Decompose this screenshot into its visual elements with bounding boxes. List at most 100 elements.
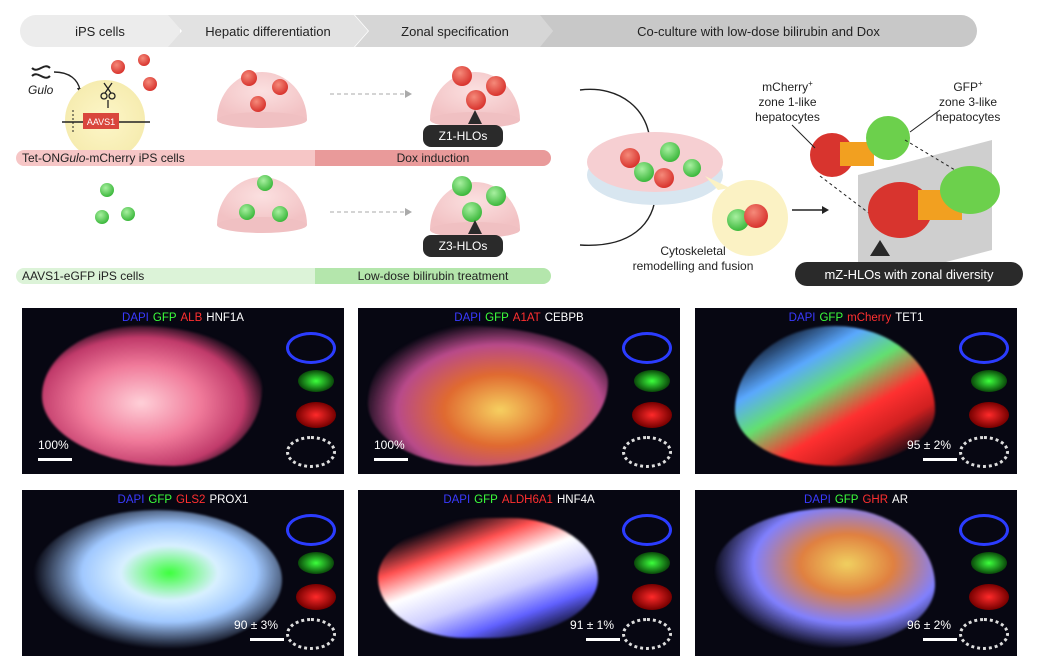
fused-organoid-section	[868, 166, 1000, 238]
channel-blue	[622, 332, 672, 364]
channel-green	[634, 552, 670, 574]
gfp-label: GFP	[474, 494, 498, 506]
scissors-icon	[100, 82, 116, 108]
channel-red	[296, 402, 336, 428]
channel-red	[969, 402, 1009, 428]
percent-label: 96 ± 2%	[907, 618, 951, 632]
dapi-label: DAPI	[122, 312, 149, 324]
gfp-label: GFP	[148, 494, 173, 506]
white-marker-label: HNF4A	[556, 494, 595, 506]
stage-coculture: Co-culture with low-dose bilirubin and D…	[540, 15, 977, 47]
hepatocytes-text: hepatocytes	[755, 110, 820, 124]
dapi-label: DAPI	[117, 494, 145, 506]
z3-hlos-badge: Z3-HLOs	[423, 235, 503, 257]
white-marker-label: AR	[892, 494, 909, 506]
bar-label: Tet-ON	[22, 151, 61, 165]
channel-green	[971, 552, 1007, 574]
scale-bar	[38, 458, 72, 461]
badge-label: Z1-HLOs	[438, 129, 488, 143]
mz-hlos-badge: mZ-HLOs with zonal diversity	[795, 262, 1023, 286]
gene-label: Gulo	[28, 83, 54, 97]
schematic-diagram: Gulo AAVS1	[28, 54, 520, 238]
bar-label-italic: Gulo	[60, 151, 86, 165]
locus-label: AAVS1	[87, 117, 115, 127]
percent-label: 100%	[38, 438, 69, 452]
tet-on-bar: Tet-ON Gulo-mCherry iPS cells	[16, 150, 392, 166]
dome-z1-top	[430, 66, 520, 128]
stage-hepatic-differentiation: Hepatic differentiation	[168, 15, 368, 47]
scale-bar	[374, 458, 408, 461]
red-marker-label: mCherry	[847, 312, 892, 324]
dome-hepatic-bottom	[217, 175, 307, 233]
channel-red	[632, 584, 672, 610]
scale-bar	[923, 638, 957, 641]
channel-blue	[959, 332, 1009, 364]
organoid-image	[378, 518, 598, 638]
percent-label: 91 ± 1%	[570, 618, 614, 632]
channel-blue	[286, 514, 336, 546]
channel-blue	[622, 514, 672, 546]
channel-blue	[286, 332, 336, 364]
gfp-label: GFP	[485, 312, 509, 324]
aavs1-egfp-bar: AAVS1-eGFP iPS cells	[16, 268, 392, 284]
organoid-image	[42, 326, 262, 466]
stage-ips-cells: iPS cells	[20, 15, 180, 47]
percent-label: 95 ± 2%	[907, 438, 951, 452]
dapi-label: DAPI	[443, 494, 471, 506]
red-marker-label: GLS2	[176, 494, 206, 506]
dome-z3-bottom	[430, 176, 520, 238]
dapi-label: DAPI	[803, 494, 831, 506]
channel-white	[286, 618, 336, 650]
white-marker-label: HNF1A	[206, 312, 244, 324]
channel-green	[298, 552, 334, 574]
gfp-label: GFP	[152, 312, 177, 324]
channel-red	[969, 584, 1009, 610]
stage-label: Hepatic differentiation	[205, 23, 331, 39]
z1-hlos-badge: Z1-HLOs	[423, 125, 503, 147]
percent-label: 100%	[374, 438, 405, 452]
dox-induction-bar: Dox induction	[315, 150, 551, 166]
white-marker-label: CEBPB	[544, 312, 584, 324]
dome-hepatic-top	[217, 70, 307, 128]
gfp-text: GFP	[953, 80, 978, 94]
channel-blue	[959, 514, 1009, 546]
bar-label: Dox induction	[396, 151, 470, 165]
channel-red	[296, 584, 336, 610]
red-marker-label: GHR	[862, 494, 889, 506]
bar-label: Low-dose bilirubin treatment	[357, 269, 509, 283]
dapi-label: DAPI	[454, 312, 482, 324]
channel-green	[634, 370, 670, 392]
channel-white	[622, 436, 672, 468]
channel-green	[971, 370, 1007, 392]
badge-label: mZ-HLOs with zonal diversity	[824, 266, 994, 282]
percent-label: 90 ± 3%	[234, 618, 278, 632]
channel-green	[298, 370, 334, 392]
stage-label: iPS cells	[75, 23, 125, 39]
gfp-label: GFP+ zone 3-like hepatocytes	[918, 76, 1018, 125]
channel-white	[959, 618, 1009, 650]
channel-white	[959, 436, 1009, 468]
fused-organoid-top	[810, 116, 910, 177]
scale-bar	[923, 458, 957, 461]
mcherry-text: mCherry	[762, 80, 809, 94]
channel-white	[286, 436, 336, 468]
red-marker-label: A1AT	[512, 312, 541, 324]
white-marker-label: TET1	[895, 312, 924, 324]
hepatocytes-text: hepatocytes	[935, 110, 1001, 124]
stage-label: Zonal specification	[401, 23, 509, 39]
fusion-label: Cytoskeletal remodelling and fusion	[628, 244, 758, 274]
culture-dish	[587, 132, 723, 205]
gfp-label: GFP	[834, 494, 859, 506]
scale-bar	[586, 638, 620, 641]
organoid-image	[715, 508, 935, 648]
